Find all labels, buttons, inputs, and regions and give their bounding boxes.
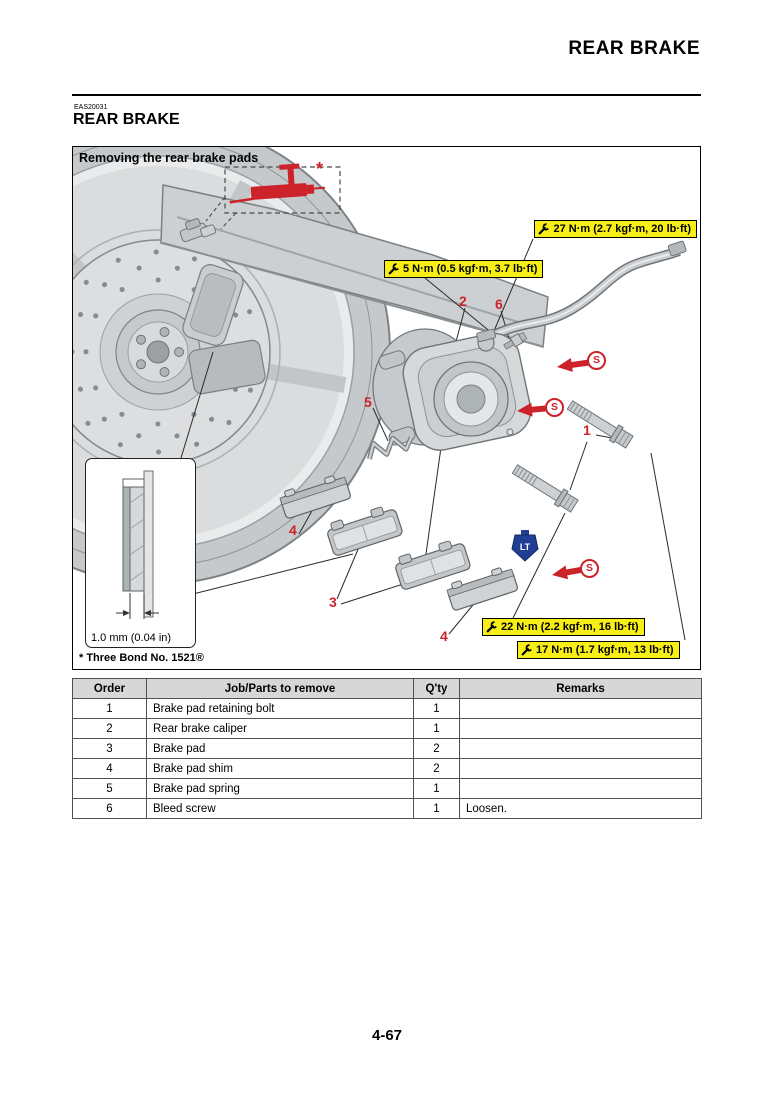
table-row: 2 Rear brake caliper 1 [72,718,702,739]
lt-symbol: LT [511,530,539,562]
torque-label: 5 N·m (0.5 kgf·m, 3.7 lb·ft) [403,263,538,275]
wear-limit-label: 1.0 mm (0.04 in) [91,632,172,644]
bleed-screw [503,331,528,350]
brake-pad [395,540,471,590]
grease-gun-icon [229,163,325,204]
cell-qty: 2 [413,738,460,759]
brake-pad [327,506,403,556]
tool-callout [205,166,341,230]
caliper-bracket [182,264,244,346]
pad-retaining-clip [179,218,217,243]
brake-pad-shim [446,567,518,611]
page-number: 4-67 [371,1027,403,1044]
cell-job: Brake pad [146,738,414,759]
three-bond-footnote: * Three Bond No. 1521® [79,652,204,664]
cell-remarks [459,778,702,799]
cell-job: Brake pad shim [146,758,414,779]
part-number-4: 4 [440,628,448,644]
torque-label: 27 N·m (2.7 kgf·m, 20 lb·ft) [553,223,691,235]
table-row: 1 Brake pad retaining bolt 1 [72,698,702,719]
col-header-remarks: Remarks [459,678,702,699]
wrench-icon [486,621,498,633]
cell-job: Brake pad retaining bolt [146,698,414,719]
cell-job: Rear brake caliper [146,718,414,739]
grease-symbol: S [580,559,599,578]
wrench-icon [539,223,551,235]
grease-arrows [517,357,595,580]
brake-pad-retaining-bolt [566,400,634,449]
torque-label: 17 N·m (1.7 kgf·m, 13 lb·ft) [536,644,674,656]
table-row: 5 Brake pad spring 1 [72,778,702,799]
cell-remarks [459,718,702,739]
cell-remarks: Loosen. [459,798,702,819]
lt-label: LT [520,542,531,552]
part-number-6: 6 [495,296,503,312]
cell-order: 3 [72,738,147,759]
cell-qty: 1 [413,698,460,719]
brake-hose [488,240,687,341]
cell-remarks [459,758,702,779]
cell-job: Bleed screw [146,798,414,819]
pad-cross-section [116,470,159,619]
cell-job: Brake pad spring [146,778,414,799]
tool-asterisk: * [316,159,324,179]
part-number-4: 4 [289,522,297,538]
pad-wear-inset: 1.0 mm (0.04 in) [85,458,196,648]
cell-remarks [459,698,702,719]
cell-qty: 2 [413,758,460,779]
torque-callout-retaining-bolt: 22 N·m (2.2 kgf·m, 16 lb·ft) [482,618,645,636]
figure-caption: Removing the rear brake pads [79,151,259,165]
cell-qty: 1 [413,798,460,819]
brake-pad-retaining-bolt [511,464,579,513]
table-row: 3 Brake pad 2 [72,738,702,759]
pad-spring [366,435,414,460]
table-row: 4 Brake pad shim 2 [72,758,702,779]
cell-remarks [459,738,702,759]
col-header-job: Job/Parts to remove [146,678,414,699]
cell-order: 4 [72,758,147,779]
wrench-icon [388,263,400,275]
swingarm [160,184,549,395]
rear-brake-caliper [372,328,532,451]
torque-label: 22 N·m (2.2 kgf·m, 16 lb·ft) [501,621,639,633]
grease-symbol: S [545,398,564,417]
figure-box: Removing the rear brake pads [72,146,701,670]
brake-pad-shim [279,475,351,519]
cell-qty: 1 [413,778,460,799]
part-number-2: 2 [459,293,467,309]
page-title: REAR BRAKE [73,111,180,128]
cell-order: 1 [72,698,147,719]
leader-lines [132,238,686,641]
cell-order: 6 [72,798,147,819]
table-row: 6 Bleed screw 1 Loosen. [72,798,702,819]
running-header-title: REAR BRAKE [568,38,700,59]
header-rule [72,94,701,96]
job-parts-table: Order Job/Parts to remove Q'ty Remarks 1… [72,678,702,819]
grease-symbol: S [587,351,606,370]
torque-callout-caliper-bolt: 17 N·m (1.7 kgf·m, 13 lb·ft) [517,641,680,659]
wrench-icon [521,644,533,656]
part-number-5: 5 [364,394,372,410]
torque-callout-hose-union: 27 N·m (2.7 kgf·m, 20 lb·ft) [534,220,697,238]
cell-qty: 1 [413,718,460,739]
eas-code: EAS20031 [74,104,108,111]
col-header-qty: Q'ty [413,678,460,699]
part-number-1: 1 [583,422,591,438]
torque-callout-bleed-screw: 5 N·m (0.5 kgf·m, 3.7 lb·ft) [384,260,544,278]
table-header-row: Order Job/Parts to remove Q'ty Remarks [72,678,702,699]
col-header-order: Order [72,678,147,699]
cell-order: 5 [72,778,147,799]
part-number-3: 3 [329,594,337,610]
cell-order: 2 [72,718,147,739]
